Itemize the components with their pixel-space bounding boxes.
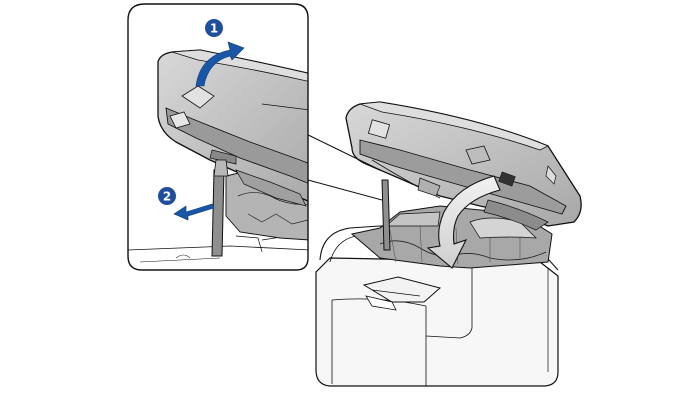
left-arrow-icon bbox=[173, 203, 215, 221]
printer-body bbox=[315, 257, 559, 387]
zoom-frame bbox=[127, 3, 309, 271]
step-number-1: 1 bbox=[210, 22, 218, 36]
step-badge-1: 1 bbox=[205, 19, 223, 37]
zoom-connector bbox=[297, 129, 383, 201]
down-curved-arrow-icon bbox=[426, 175, 501, 269]
step-badge-2: 2 bbox=[158, 187, 176, 205]
support-lever-main bbox=[381, 179, 391, 251]
curved-arrow-icon bbox=[195, 41, 245, 87]
support-lever-zoom bbox=[211, 169, 225, 257]
zoom-panel bbox=[128, 4, 308, 270]
output-tray bbox=[362, 276, 442, 303]
printer-main bbox=[315, 101, 582, 387]
step-number-2: 2 bbox=[163, 190, 171, 204]
